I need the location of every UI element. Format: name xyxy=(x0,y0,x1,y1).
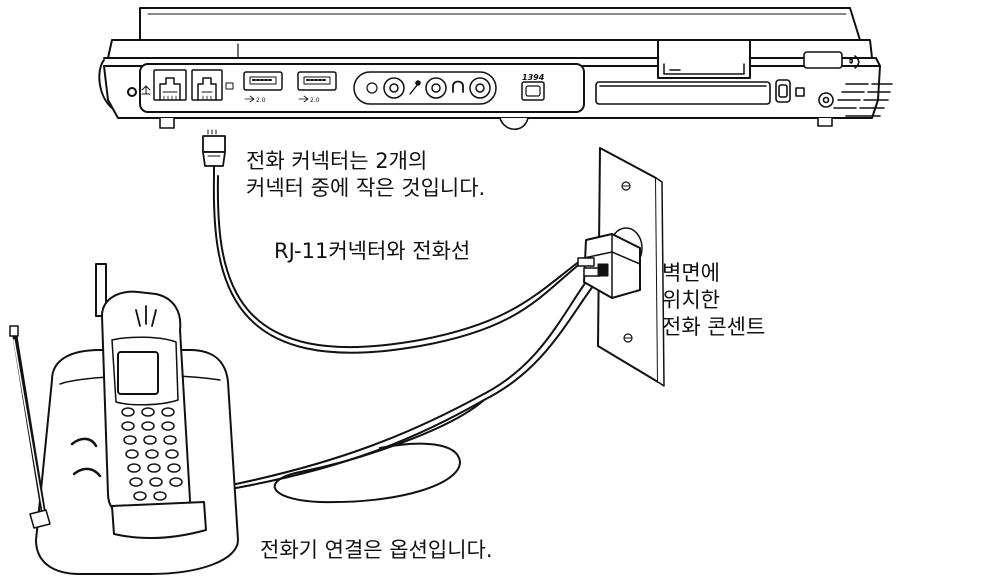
screw-icon xyxy=(623,333,633,343)
rj11-plug xyxy=(202,129,226,177)
usb-label-1: 2.0 xyxy=(256,97,266,104)
wall-jack-label: 벽면에 위치한 전화 콘센트 xyxy=(662,260,765,341)
connector-note-line2: 커넥터 중에 작은 것입니다. xyxy=(246,176,486,200)
cradle-lip xyxy=(111,501,207,540)
microphone-icon xyxy=(409,83,419,95)
usb-label-2: 2.0 xyxy=(310,97,320,104)
firewire-label: 1394 xyxy=(522,73,545,82)
cordless-handset xyxy=(95,263,191,524)
wall-jack-label-line1: 벽면에 xyxy=(662,261,720,285)
audio-jacks xyxy=(353,71,497,105)
handset-keypad xyxy=(121,407,183,501)
speaker-grille xyxy=(135,305,157,327)
telephone-cables xyxy=(212,175,597,504)
screw-icon xyxy=(621,181,631,191)
wall-jack-label-line2: 위치한 xyxy=(662,288,720,312)
cord-loop xyxy=(273,399,485,504)
firewire-port-icon: 1394 xyxy=(521,73,545,101)
lan-port-icon xyxy=(141,69,187,101)
mic-jack xyxy=(425,77,447,99)
lock-slot-icon xyxy=(818,92,834,108)
phone-optional-label: 전화기 연결은 옵션입니다. xyxy=(260,538,493,562)
spdif-jack xyxy=(383,77,405,99)
spdif-icon xyxy=(366,82,378,94)
lid-latch xyxy=(657,39,751,79)
rj11-cable-label: RJ-11커넥터와 전화선 xyxy=(274,239,471,263)
express-card-slot xyxy=(595,81,771,105)
phone-to-wall-cable xyxy=(235,275,591,485)
connector-note: 전화 커넥터는 2개의 커넥터 중에 작은 것입니다. xyxy=(246,148,485,202)
modem-port-icon xyxy=(191,69,234,101)
wall-phone-jack xyxy=(577,147,665,387)
laptop-to-wall-cable xyxy=(212,175,583,354)
port-icons: 2.0 2.0 1394 xyxy=(141,69,545,105)
base-antenna xyxy=(9,325,51,529)
usb-port-icon: 2.0 xyxy=(243,71,283,104)
vent xyxy=(833,83,893,117)
right-side-details xyxy=(595,51,893,117)
connector-note-line1: 전화 커넥터는 2개의 xyxy=(246,149,428,173)
laptop-feet xyxy=(159,117,833,131)
wall-jack-label-line3: 전화 콘센트 xyxy=(662,315,766,339)
handset-screen xyxy=(117,351,159,395)
headphone-icon xyxy=(452,80,464,93)
headphone-jack xyxy=(469,77,491,99)
usb-port-icon: 2.0 xyxy=(297,71,337,104)
